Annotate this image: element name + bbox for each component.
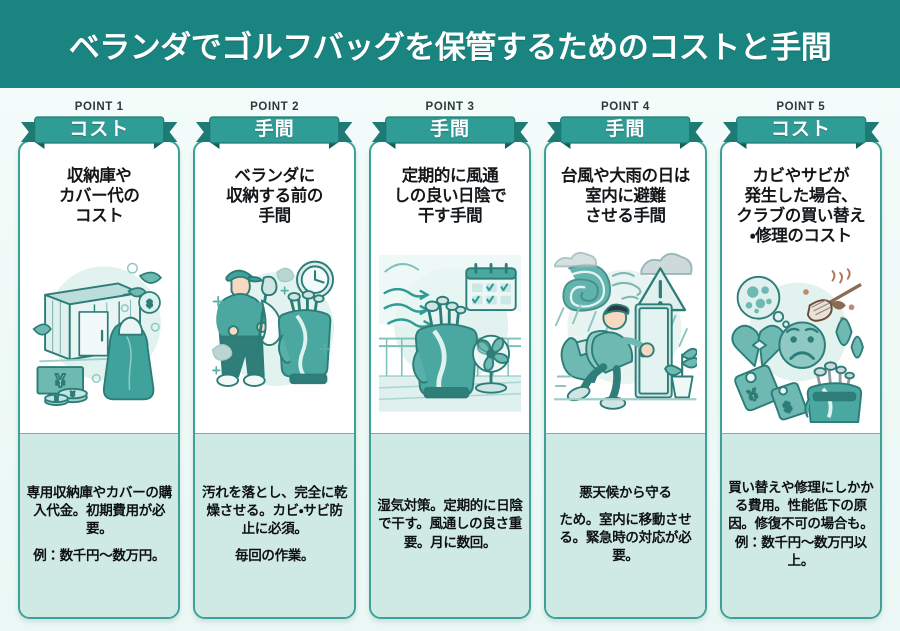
card-body-paragraph: 専用収納庫やカバーの購入代金。初期費用が必要。	[26, 484, 173, 536]
card-title-line: 収納庫や	[67, 167, 132, 185]
card-title-line: 収納する前の	[226, 187, 323, 206]
card-title-line: しの良い日陰で	[393, 187, 507, 206]
svg-text:$: $	[147, 300, 153, 311]
page-title: ベランダでゴルフバッグを保管するためのコストと手間	[68, 29, 832, 65]
card-title-line: 手間	[258, 207, 292, 226]
card-3: 定期的に風通 しの良い日陰で 干す手間	[368, 140, 532, 619]
card-title-line: させる手間	[585, 207, 666, 226]
illustration-mold-rust-repair-cost: ¥ $	[730, 255, 872, 434]
card-body-paragraph: 毎回の作業。	[235, 548, 315, 564]
ribbon-shape-icon	[547, 116, 704, 149]
ribbon-label-5: コスト	[770, 119, 831, 140]
point-number-2: POINT 2	[250, 101, 300, 113]
point-number-1: POINT 1	[74, 101, 124, 113]
card-title-line: 干す手間	[417, 207, 483, 226]
points-row: POINT 1 コスト 収納庫や カバー代の コスト	[18, 99, 883, 619]
svg-text:¥: ¥	[55, 371, 65, 391]
ribbon-banner-4: 手間	[547, 116, 704, 150]
ribbon-banner-5: コスト	[722, 116, 880, 150]
card-title-5: カビやサビが 発生した場合、 クラブの買い替え ・修理のコスト	[722, 142, 880, 253]
card-title-4: 台風や大雨の日は 室内に避難 させる手間	[546, 142, 704, 232]
point-card-1: POINT 1 コスト 収納庫や カバー代の コスト	[18, 99, 181, 619]
card-title-line: クラブの買い替え	[736, 207, 866, 226]
ribbon-label-3: 手間	[430, 119, 471, 140]
point-card-3: POINT 3 手間 定期的に風通 しの良い日陰で 干す手間	[368, 99, 532, 619]
card-5: カビやサビが 発生した場合、 クラブの買い替え ・修理のコスト	[719, 140, 883, 619]
ribbon-shape-icon	[196, 116, 353, 149]
point-number-4: POINT 4	[600, 101, 650, 113]
card-body-paragraph: 例：数千円〜数万円。	[33, 548, 166, 564]
card-body-paragraph: 湿気対策。定期的に日陰で干す。風通しの良さ重要。月に数回。	[377, 498, 523, 550]
ribbon-label-4: 手間	[605, 119, 646, 140]
card-body-paragraph: 悪天候から守る	[579, 484, 672, 500]
ribbon-shape-icon	[722, 116, 880, 149]
card-title-line: 定期的に風通	[401, 167, 499, 185]
card-title-1: 収納庫や カバー代の コスト	[20, 142, 178, 232]
card-title-line: コスト	[75, 207, 124, 226]
point-card-5: POINT 5 コスト カビやサビが 発生した場合、 クラブの買い替え ・修理の…	[719, 99, 883, 619]
card-body-2: 汚れを落とし、完全に乾燥させる。カビ・サビ防止に必須。 毎回の作業。	[195, 433, 354, 617]
card-title-line: 室内に避難	[585, 187, 666, 206]
point-card-2: POINT 2 手間 ベランダに 収納する前の 手間	[193, 99, 356, 619]
point-card-4: POINT 4 手間 台風や大雨の日は 室内に避難 させる手間	[544, 99, 707, 619]
illustration-person-cleaning-club	[203, 234, 345, 433]
card-body-3: 湿気対策。定期的に日陰で干す。風通しの良さ重要。月に数回。	[370, 433, 530, 617]
ribbon-shape-icon	[371, 116, 529, 149]
card-2: ベランダに 収納する前の 手間	[193, 140, 356, 619]
point-number-3: POINT 3	[425, 101, 475, 113]
card-body-paragraph: ため。室内に移動させる。緊急時の対応が必要。	[559, 511, 692, 564]
ribbon-banner-1: コスト	[21, 116, 178, 150]
card-body-paragraph: 汚れを落とし、完全に乾燥させる。カビ・サビ防止に必須。	[202, 484, 348, 536]
card-title-2: ベランダに 収納する前の 手間	[195, 142, 353, 232]
card-title-line: 発生した場合、	[744, 187, 858, 206]
point-number-5: POINT 5	[776, 101, 826, 113]
illustration-typhoon-evacuation	[554, 234, 697, 433]
card-title-line: ベランダに	[234, 167, 315, 185]
ribbon-shape-icon	[21, 116, 178, 149]
card-body-5: 買い替えや修理にしかかる費用。性能低下の原因。修復不可の場合も。例：数千円〜数万…	[721, 433, 881, 617]
card-title-line: 台風や大雨の日は	[561, 167, 690, 185]
ribbon-label-2: 手間	[254, 119, 295, 140]
card-title-line: ・修理のコスト	[749, 227, 852, 246]
card-1: 収納庫や カバー代の コスト	[18, 140, 181, 619]
ribbon-label-1: コスト	[69, 119, 130, 140]
card-body-paragraph: 買い替えや修理にしかかる費用。性能低下の原因。修復不可の場合も。例：数千円〜数万…	[728, 480, 874, 568]
svg-text:¥: ¥	[71, 390, 76, 399]
ribbon-banner-3: 手間	[371, 116, 529, 150]
card-4: 台風や大雨の日は 室内に避難 させる手間	[544, 140, 707, 619]
card-body-4: 悪天候から守る ため。室内に移動させる。緊急時の対応が必要。	[546, 433, 705, 617]
illustration-balcony-airing-fan	[378, 234, 522, 433]
illustration-storage-shed-money: ¥ ¥ ¥	[28, 234, 170, 433]
card-title-3: 定期的に風通 しの良い日陰で 干す手間	[371, 142, 529, 232]
ribbon-banner-2: 手間	[196, 116, 353, 150]
card-body-1: 専用収納庫やカバーの購入代金。初期費用が必要。 例：数千円〜数万円。	[20, 433, 179, 617]
card-title-line: カビやサビが	[752, 167, 850, 185]
svg-text:¥: ¥	[55, 397, 59, 404]
card-title-line: カバー代の	[58, 187, 140, 206]
page-header: ベランダでゴルフバッグを保管するためのコストと手間	[0, 0, 900, 88]
